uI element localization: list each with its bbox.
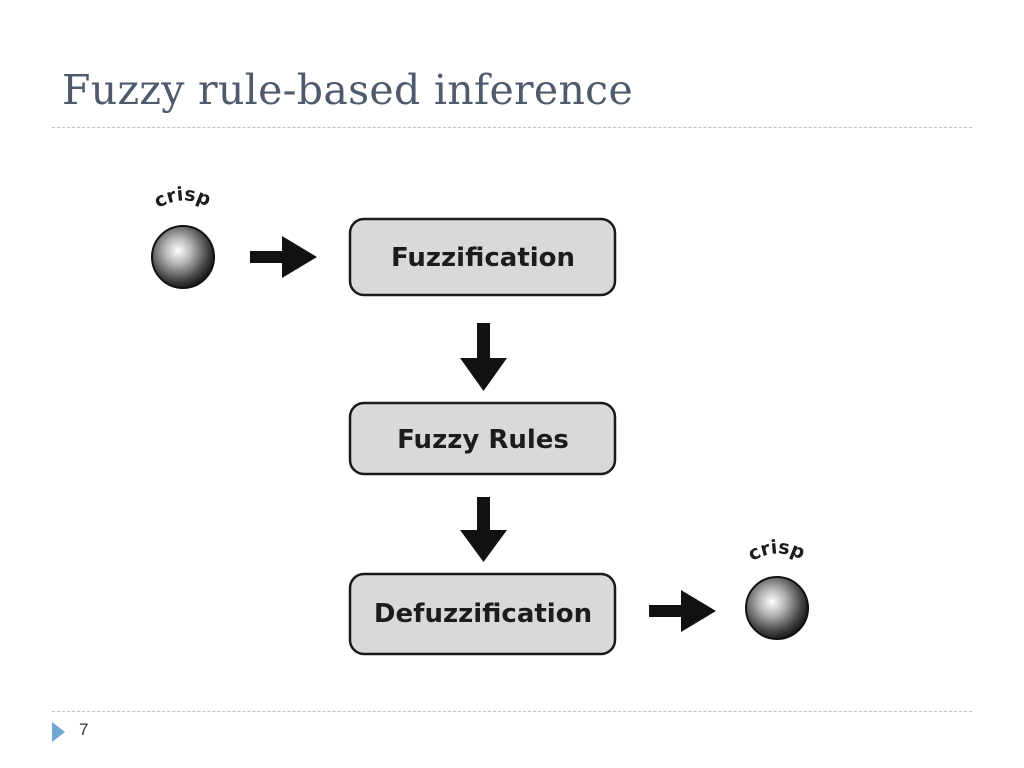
step-defuzzification: Defuzzification: [348, 572, 617, 656]
input-crisp-label: crisp: [151, 183, 214, 212]
page-number: 7: [79, 720, 89, 739]
arrow-defuzzification-to-output: [649, 590, 716, 632]
output-crisp-label: crisp: [745, 536, 808, 565]
arrow-rules-to-defuzzification: [460, 497, 507, 562]
output-crisp: crisp: [745, 536, 809, 640]
step-fuzzy-rules: Fuzzy Rules: [348, 401, 617, 476]
step-fuzzy-rules-label: Fuzzy Rules: [397, 425, 569, 455]
step-fuzzification-label: Fuzzification: [391, 243, 575, 273]
arrow-fuzzification-to-rules: [460, 323, 507, 391]
step-defuzzification-label: Defuzzification: [374, 599, 592, 629]
footer-triangle-icon: [52, 722, 65, 742]
input-crisp: crisp: [151, 183, 215, 289]
footer-divider: [52, 711, 972, 712]
step-fuzzification: Fuzzification: [348, 217, 617, 297]
output-crisp-sphere: [745, 576, 809, 640]
arrow-input-to-fuzzification: [250, 236, 317, 278]
input-crisp-sphere: [151, 225, 215, 289]
slide-title: Fuzzy rule-based inference: [62, 66, 634, 114]
title-divider: [52, 127, 972, 128]
